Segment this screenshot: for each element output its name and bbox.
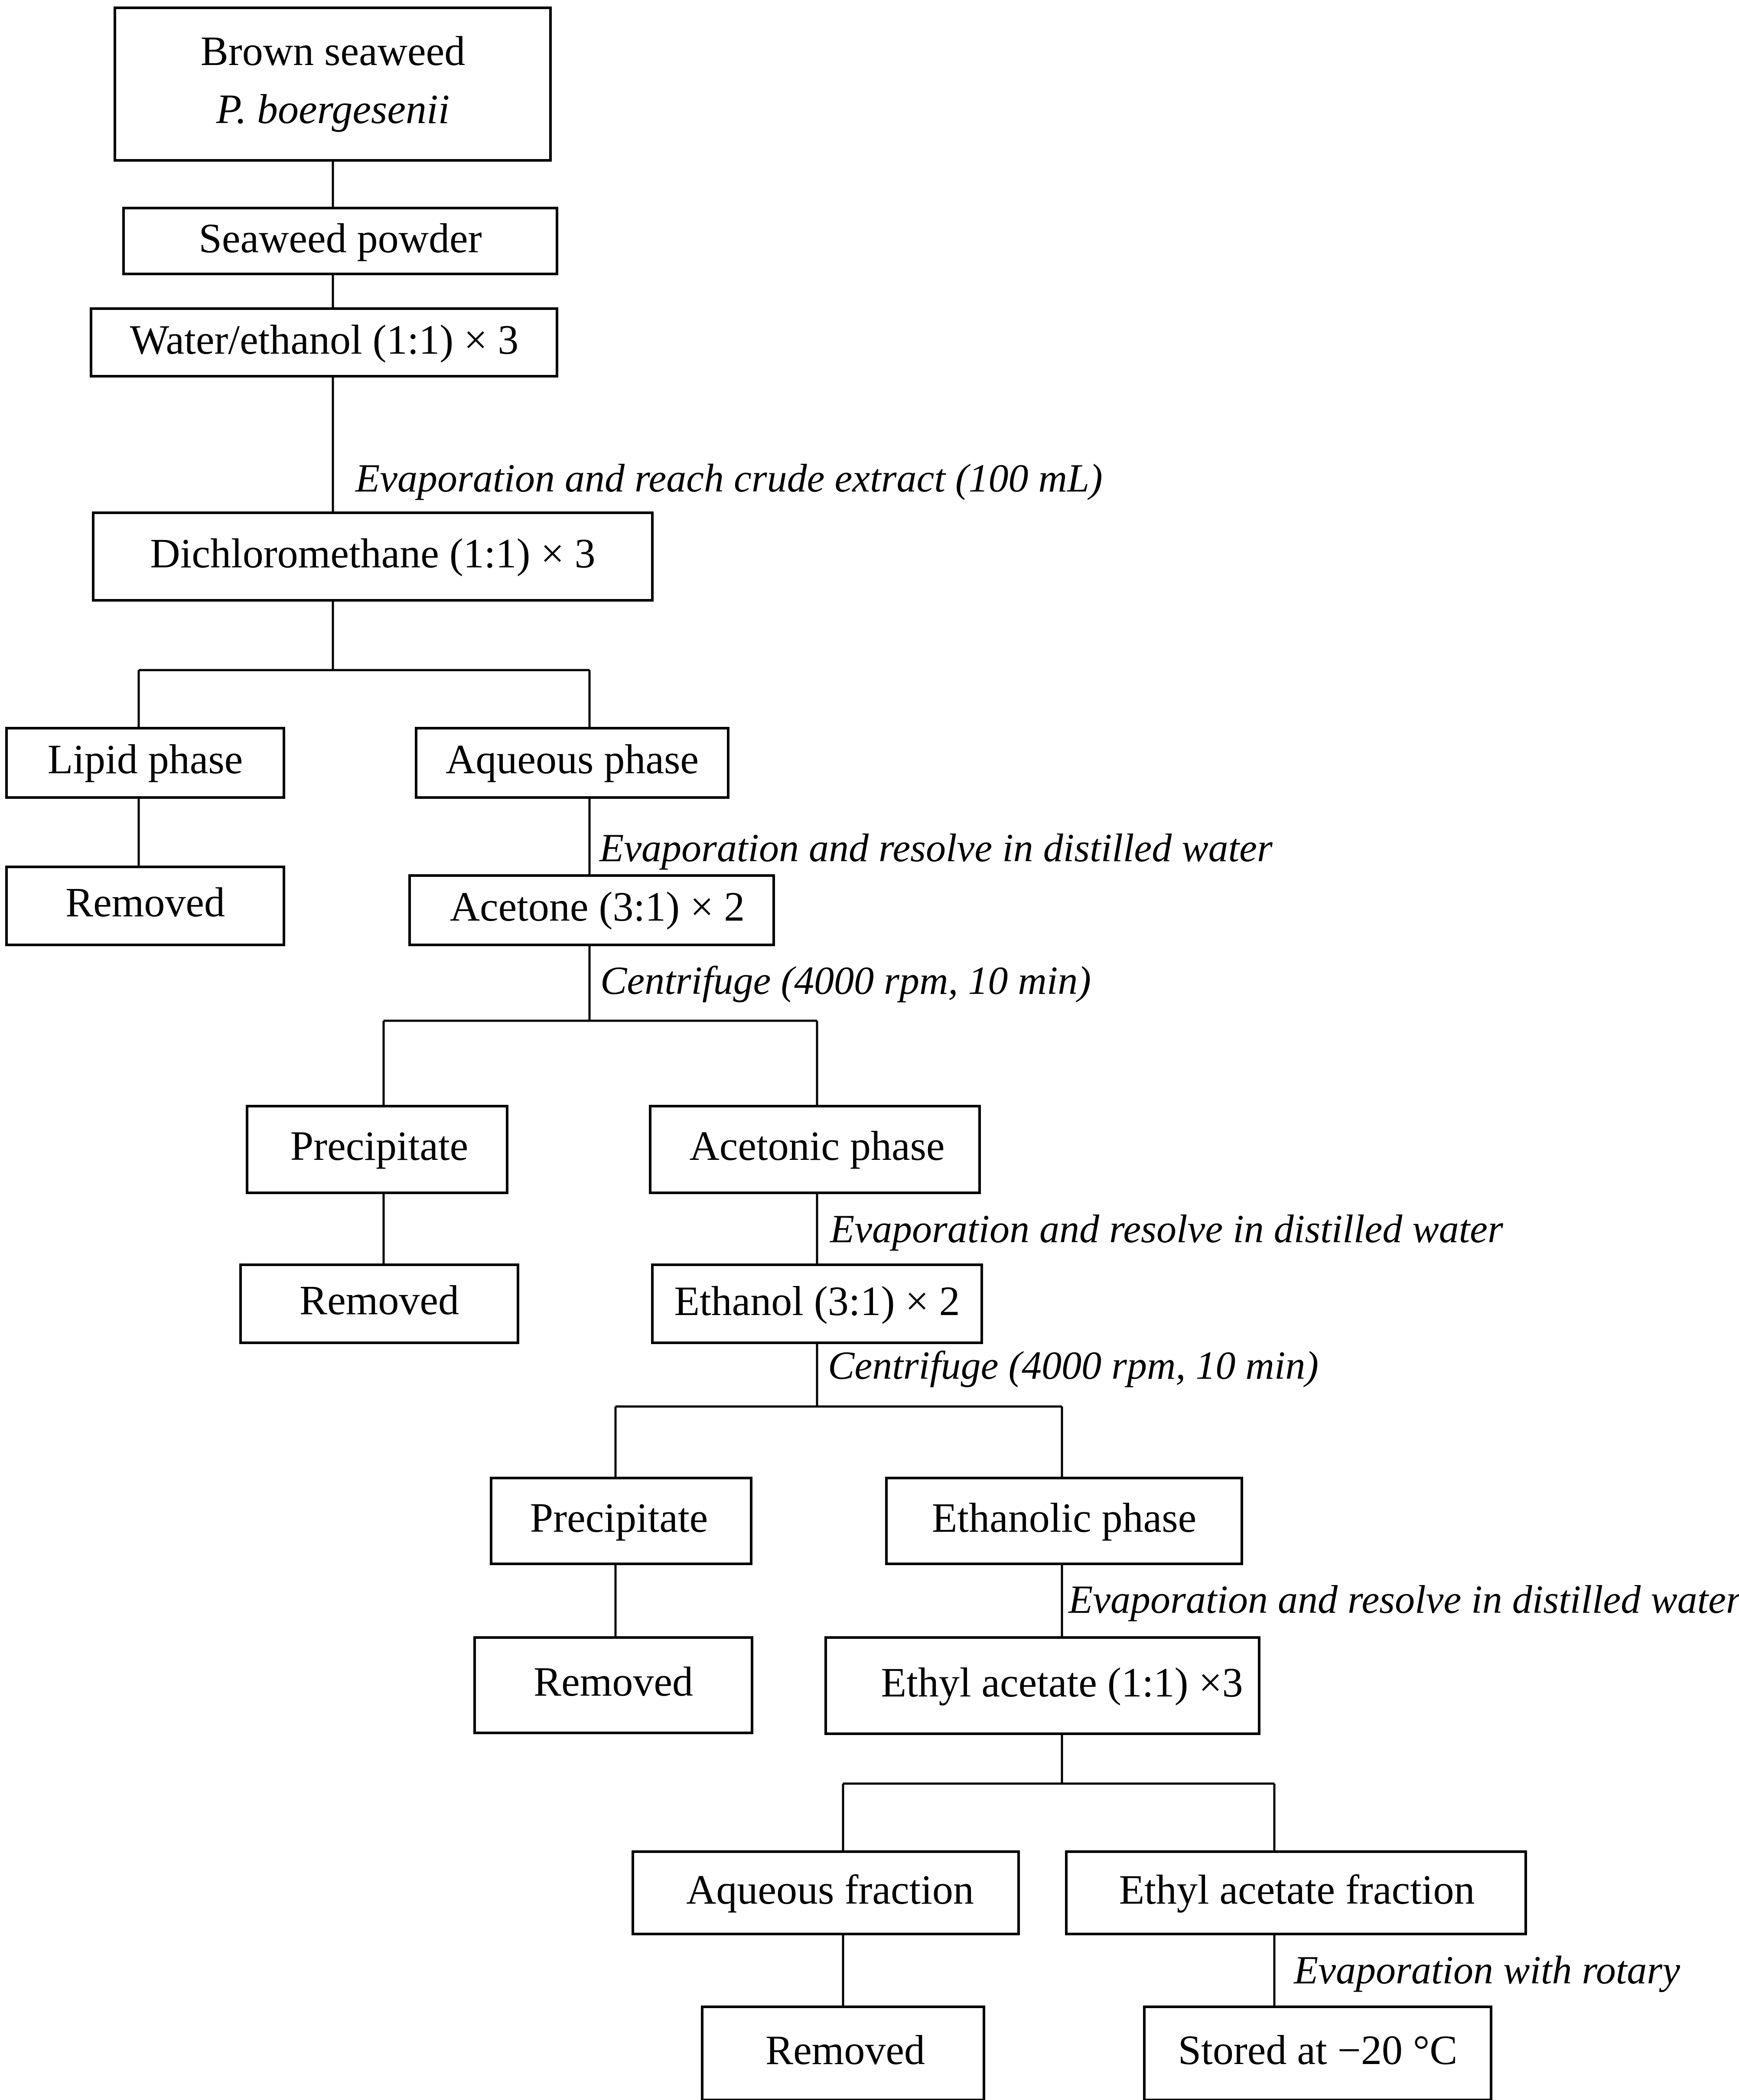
node-acetone-label: Acetone (3:1) × 2 xyxy=(450,883,745,930)
edge-label-resolve-water-1: Evaporation and resolve in distilled wat… xyxy=(599,826,1273,870)
node-aqueous-phase-label: Aqueous phase xyxy=(446,736,699,782)
node-brown-seaweed-label-line1: Brown seaweed xyxy=(201,28,465,74)
node-lipid-phase[interactable] xyxy=(5,727,285,799)
node-seaweed-powder-label: Seaweed powder xyxy=(199,215,482,261)
node-ethanol-label: Ethanol (3:1) × 2 xyxy=(674,1278,960,1324)
node-precipitate-ethanol[interactable] xyxy=(490,1477,752,1565)
edge-label-centrifuge-1: Centrifuge (4000 rpm, 10 min) xyxy=(600,958,1091,1003)
node-aqueous-phase[interactable] xyxy=(415,727,729,799)
node-aqueous-fraction-label: Aqueous fraction xyxy=(686,1866,974,1913)
edge-label-resolve-water-3: Evaporation and resolve in distilled wat… xyxy=(1068,1577,1739,1621)
node-ethanolic-phase-label: Ethanolic phase xyxy=(932,1494,1196,1541)
node-seaweed-powder[interactable] xyxy=(122,207,558,275)
node-ethanolic-phase[interactable] xyxy=(885,1477,1243,1565)
node-aqueous-fraction[interactable] xyxy=(632,1850,1020,1935)
node-water-ethanol-label: Water/ethanol (1:1) × 3 xyxy=(130,316,519,363)
node-stored[interactable] xyxy=(1143,2006,1492,2100)
edge-label-crude-extract: Evaporation and reach crude extract (100… xyxy=(355,456,1103,500)
node-removed-aqueous-fraction-label: Removed xyxy=(765,2027,925,2073)
node-removed-lipid[interactable] xyxy=(5,866,285,946)
edge-label-centrifuge-2: Centrifuge (4000 rpm, 10 min) xyxy=(828,1343,1319,1387)
node-dichloromethane[interactable] xyxy=(92,511,654,602)
node-precipitate-acetone[interactable] xyxy=(246,1105,508,1194)
node-brown-seaweed-label-line2: P. boergesenii xyxy=(216,86,450,132)
node-removed-precipitate-ethanol[interactable] xyxy=(473,1636,753,1734)
node-ethyl-acetate-fraction-label: Ethyl acetate fraction xyxy=(1119,1866,1475,1913)
node-water-ethanol[interactable] xyxy=(90,307,558,378)
node-ethyl-acetate-fraction[interactable] xyxy=(1065,1850,1527,1935)
node-ethyl-acetate-label: Ethyl acetate (1:1) ×3 xyxy=(881,1659,1243,1706)
node-removed-precipitate-acetone-label: Removed xyxy=(300,1277,459,1323)
node-removed-precipitate-acetone[interactable] xyxy=(239,1263,519,1344)
node-lipid-phase-label: Lipid phase xyxy=(48,736,243,782)
edge-label-rotary: Evaporation with rotary xyxy=(1293,1948,1680,1992)
node-dichloromethane-label: Dichloromethane (1:1) × 3 xyxy=(150,530,595,576)
edge-label-resolve-water-2: Evaporation and resolve in distilled wat… xyxy=(829,1207,1504,1251)
node-ethanol[interactable] xyxy=(651,1263,983,1344)
node-removed-aqueous-fraction[interactable] xyxy=(701,2006,985,2100)
node-precipitate-acetone-label: Precipitate xyxy=(290,1123,468,1169)
node-precipitate-ethanol-label: Precipitate xyxy=(530,1494,708,1541)
node-ethyl-acetate[interactable] xyxy=(824,1636,1260,1735)
node-acetonic-phase[interactable] xyxy=(649,1105,981,1194)
node-removed-lipid-label: Removed xyxy=(65,879,225,925)
node-brown-seaweed[interactable] xyxy=(114,7,552,162)
node-acetonic-phase-label: Acetonic phase xyxy=(689,1123,944,1169)
node-acetone[interactable] xyxy=(408,874,775,946)
node-removed-precipitate-ethanol-label: Removed xyxy=(534,1658,693,1705)
node-stored-label: Stored at −20 °C xyxy=(1178,2027,1457,2073)
